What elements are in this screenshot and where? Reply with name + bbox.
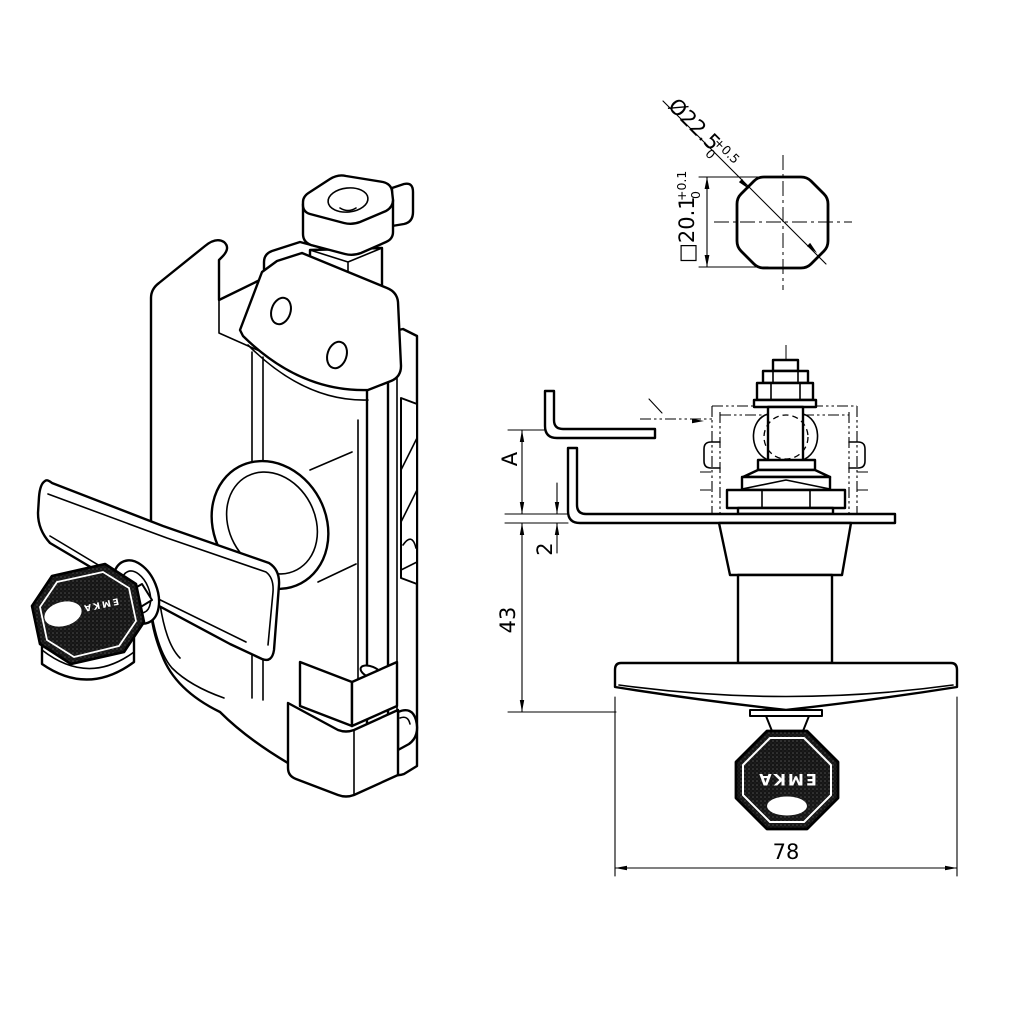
isometric-view: EMKA — [30, 174, 419, 798]
key-brand-front-label: EMKA — [757, 770, 817, 789]
key-hole-front — [767, 796, 807, 816]
key-head-front-inner-ring — [742, 737, 832, 823]
key-hole — [44, 601, 82, 627]
shaft-stack — [725, 358, 847, 516]
pawl-hook-left — [703, 441, 721, 469]
collar — [717, 521, 853, 577]
door-return-profile — [543, 389, 657, 440]
handle-assembly: EMKA — [613, 521, 959, 831]
mounting-nut — [725, 488, 847, 510]
detail-cutout-view: Ø22.5 +0.5 0 □20.1 +0.1 0 — [662, 94, 852, 290]
cutout-octagon — [735, 175, 830, 270]
shaft-cap — [301, 174, 415, 256]
t-handle-front — [613, 661, 959, 712]
dim-height-43: 43 — [496, 522, 617, 713]
bottom-foot — [286, 660, 419, 798]
key-brand-front: EMKA — [757, 770, 817, 789]
panel-and-frames — [543, 389, 897, 525]
key-head — [30, 562, 146, 666]
t-handle — [36, 479, 281, 662]
phantom-leader — [648, 398, 663, 414]
dim-height-label: 43 — [496, 607, 520, 634]
frame-panel-profile — [566, 446, 897, 525]
dim-square: □20.1 +0.1 0 — [674, 171, 769, 268]
dim-square-tol-plus: +0.1 — [674, 171, 689, 201]
dim-handle-width-78: 78 — [614, 696, 958, 877]
elevation-view: EMKA A 2 43 — [496, 345, 959, 877]
dim-thickness-label: 2 — [533, 542, 557, 555]
bracket-hole — [326, 340, 348, 370]
dim-width-label: 78 — [773, 840, 800, 864]
bracket-hole — [270, 296, 292, 326]
dim-square-tol-minus: 0 — [688, 191, 703, 199]
mounting-bracket — [238, 251, 403, 401]
stem — [736, 573, 834, 665]
dim-grip-label: A — [498, 451, 522, 466]
dim-square-label: □20.1 — [675, 196, 699, 263]
detail-centerlines — [714, 155, 852, 290]
dim-grip-A: A — [498, 429, 569, 524]
cap-hole — [327, 187, 369, 213]
key-assembly: EMKA — [30, 559, 161, 681]
key-head-inner-ring — [39, 571, 137, 658]
phantom-housing — [640, 398, 869, 514]
dim-panel-thickness-2: 2 — [533, 482, 560, 556]
key-neck — [765, 715, 810, 732]
key-head-front — [734, 729, 840, 831]
pawl-hook-right — [848, 441, 866, 469]
